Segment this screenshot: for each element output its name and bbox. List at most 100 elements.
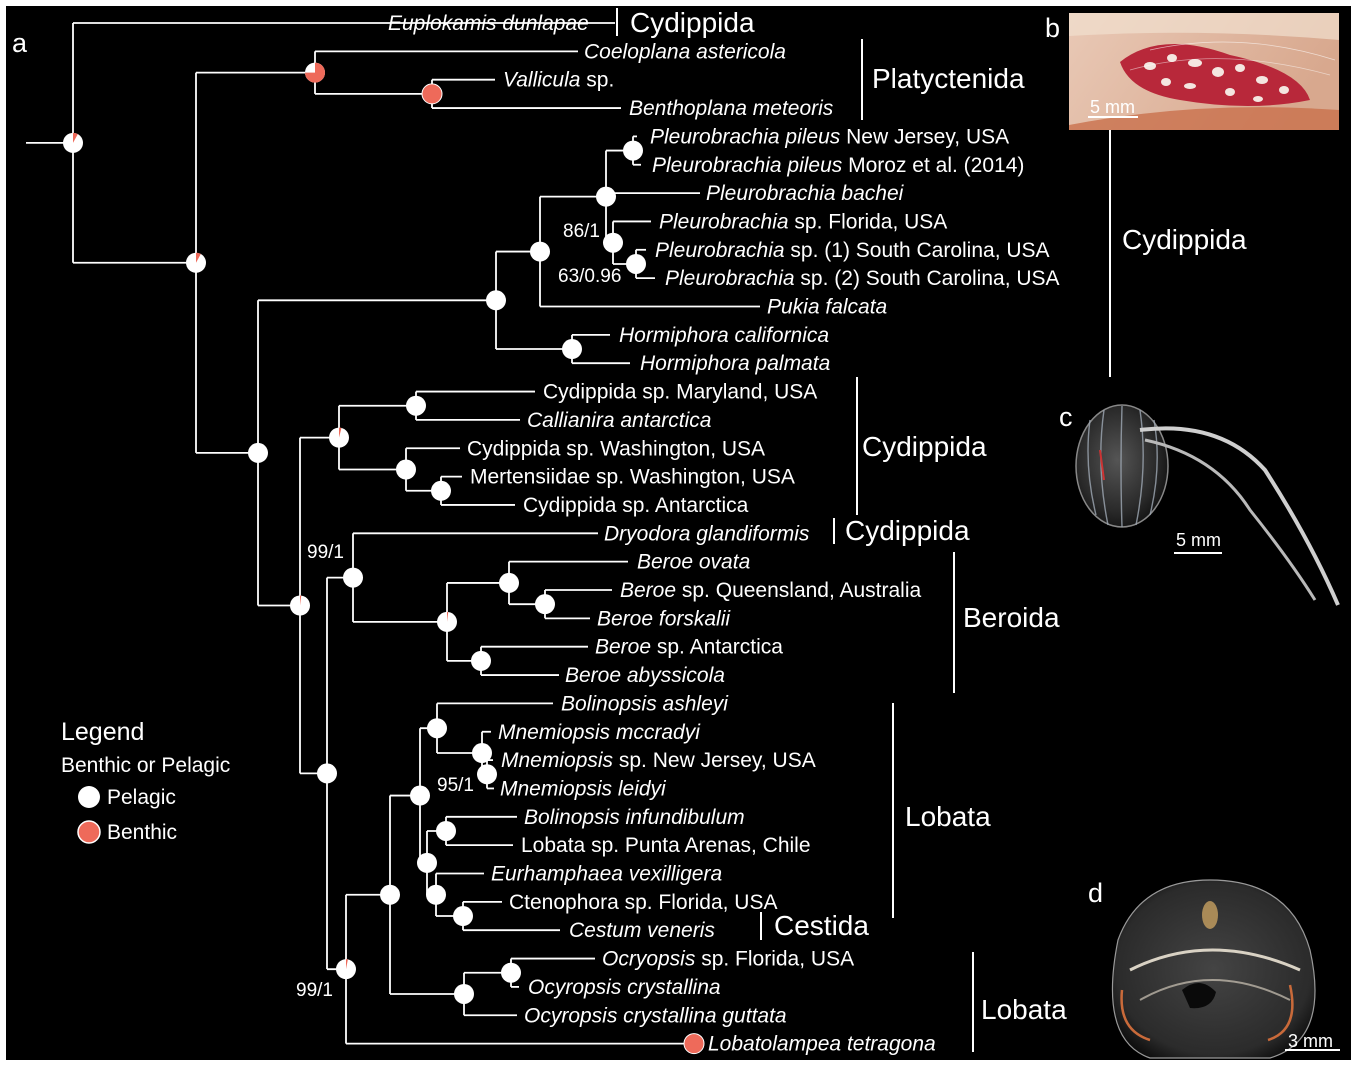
taxon-genus: Pleurobrachia pileus	[652, 154, 843, 177]
panel-label-c: c	[1059, 402, 1073, 432]
taxon-label: Hormiphora californica	[619, 324, 829, 347]
clade-label-cydippida: Cydippida	[1122, 224, 1247, 255]
node-pie-n10	[290, 596, 310, 616]
taxon-locality: New Jersey, USA	[840, 125, 1009, 148]
clade-label-platyctenida: Platyctenida	[872, 63, 1025, 94]
clade-label-beroida: Beroida	[963, 602, 1060, 633]
tip-benthic-marker	[684, 1034, 704, 1054]
taxon-genus: Beroe ovata	[637, 551, 750, 574]
taxon-label: Mnemiopsis mccradyi	[498, 721, 701, 744]
taxon-label: Callianira antarctica	[527, 409, 711, 432]
taxon-label: Cydippida sp. Maryland, USA	[543, 381, 817, 404]
node-pie-n25a	[501, 963, 521, 983]
taxon-label: Mnemiopsis leidyi	[500, 777, 667, 800]
legend-benthic-label: Benthic	[107, 821, 177, 844]
legend: Legend Benthic or Pelagic Pelagic Benthi…	[61, 718, 230, 844]
taxon-label: Ocyropsis crystallina guttata	[524, 1004, 787, 1027]
taxon-label: Eurhamphaea vexilligera	[491, 863, 722, 886]
taxon-genus: Vallicula	[503, 69, 580, 92]
taxon-genus: Callianira antarctica	[527, 409, 711, 432]
taxon-genus: Eurhamphaea vexilligera	[491, 863, 722, 886]
photo-c-pelagic-cydippid: 5 mm	[1076, 405, 1338, 605]
taxon-label: Cydippida sp. Antarctica	[523, 494, 749, 517]
scalebar-label-d: 3 mm	[1288, 1031, 1333, 1051]
taxon-locality: Mertensiidae sp. Washington, USA	[470, 466, 795, 489]
node-pie-n13a	[431, 481, 451, 501]
taxon-genus: Pleurobrachia	[659, 210, 789, 233]
node-pie-n16a	[499, 573, 519, 593]
clade-label-lobata: Lobata	[981, 994, 1067, 1025]
node-pie-n24a	[453, 906, 473, 926]
taxon-genus: Lobatolampea tetragona	[708, 1033, 936, 1056]
node-pie-n8c	[626, 254, 646, 274]
node-pie-n20	[410, 786, 430, 806]
taxon-label: Hormiphora palmata	[640, 352, 830, 375]
taxon-label: Mertensiidae sp. Washington, USA	[470, 466, 795, 489]
node-pie-n6	[486, 290, 506, 310]
pelagic-swatch	[78, 786, 100, 808]
taxon-genus: Benthoplana meteoris	[629, 97, 834, 120]
taxon-label: Benthoplana meteoris	[629, 97, 834, 120]
node-pie-n2	[305, 63, 325, 83]
node-pie-n13	[396, 460, 416, 480]
taxon-genus: Pleurobrachia	[665, 267, 795, 290]
taxon-genus: Cestum veneris	[569, 919, 715, 942]
scalebar-label-b: 5 mm	[1090, 97, 1135, 117]
taxon-locality: Lobata sp. Punta Arenas, Chile	[521, 834, 811, 857]
clade-label-lobata: Lobata	[905, 801, 991, 832]
taxon-locality: Cydippida sp. Antarctica	[523, 494, 749, 517]
node-pie-n8a	[623, 141, 643, 161]
taxon-label: Vallicula sp.	[503, 69, 614, 92]
taxon-label: Euplokamis dunlapae	[388, 12, 589, 35]
node-pie-n18	[336, 959, 356, 979]
taxon-locality: Cydippida sp. Washington, USA	[467, 437, 765, 460]
legend-subtitle: Benthic or Pelagic	[61, 754, 230, 777]
node-pie-n12	[406, 396, 426, 416]
taxon-locality: sp. Antarctica	[651, 636, 783, 659]
taxon-label: Pukia falcata	[767, 296, 887, 319]
taxon-label: Beroe forskalii	[597, 607, 731, 630]
taxon-locality: sp. (2) South Carolina, USA	[795, 267, 1060, 290]
taxon-genus: Pukia falcata	[767, 296, 887, 319]
clade-label-cydippida: Cydippida	[845, 515, 970, 546]
legend-pelagic-label: Pelagic	[107, 786, 176, 809]
taxon-genus: Dryodora glandiformis	[604, 522, 810, 545]
taxon-label: Pleurobrachia sp. (1) South Carolina, US…	[655, 239, 1050, 262]
support-value: 63/0.96	[558, 266, 621, 287]
taxon-genus: Beroe forskalii	[597, 607, 731, 630]
taxon-label: Mnemiopsis sp. New Jersey, USA	[501, 749, 816, 772]
taxon-label: Ocryopsis sp. Florida, USA	[602, 948, 854, 971]
phylogeny-figure: Euplokamis dunlapaeCoeloplana astericola…	[6, 6, 1351, 1060]
support-value: 99/1	[296, 980, 333, 1001]
taxon-label: Beroe sp. Antarctica	[595, 636, 783, 659]
support-value: 99/1	[307, 542, 344, 563]
panel-label-a: a	[12, 28, 28, 58]
taxon-label: Lobata sp. Punta Arenas, Chile	[521, 834, 811, 857]
taxon-genus: Bolinopsis ashleyi	[561, 692, 729, 715]
node-pie-n16b	[535, 594, 555, 614]
taxon-label: Beroe abyssicola	[565, 664, 725, 687]
taxon-genus: Beroe abyssicola	[565, 664, 725, 687]
taxon-label: Pleurobrachia pileus New Jersey, USA	[650, 125, 1009, 148]
benthic-swatch	[78, 821, 100, 843]
taxon-locality: sp. (1) South Carolina, USA	[785, 239, 1050, 262]
taxon-label: Bolinopsis ashleyi	[561, 692, 729, 715]
node-pie-n21a	[472, 743, 492, 763]
node-pie-n21	[427, 718, 447, 738]
figure-canvas: Euplokamis dunlapaeCoeloplana astericola…	[6, 6, 1351, 1060]
taxon-label: Pleurobrachia sp. Florida, USA	[659, 210, 947, 233]
taxon-genus: Pleurobrachia pileus	[650, 125, 841, 148]
support-value: 86/1	[563, 221, 600, 242]
node-pie-n17	[471, 651, 491, 671]
taxon-genus: Mnemiopsis leidyi	[500, 777, 667, 800]
node-pie-n24	[426, 885, 446, 905]
taxon-genus: Beroe	[620, 579, 676, 602]
node-pie-n15	[343, 568, 363, 588]
taxon-genus: Euplokamis dunlapae	[388, 12, 589, 35]
node-pie-n3	[422, 84, 442, 104]
taxon-genus: Pleurobrachia	[655, 239, 785, 262]
node-pie-n8b	[603, 233, 623, 253]
taxon-genus: Ocyropsis crystallina	[528, 976, 721, 999]
taxon-locality: sp. New Jersey, USA	[613, 749, 816, 772]
clade-label-cestida: Cestida	[774, 910, 869, 941]
